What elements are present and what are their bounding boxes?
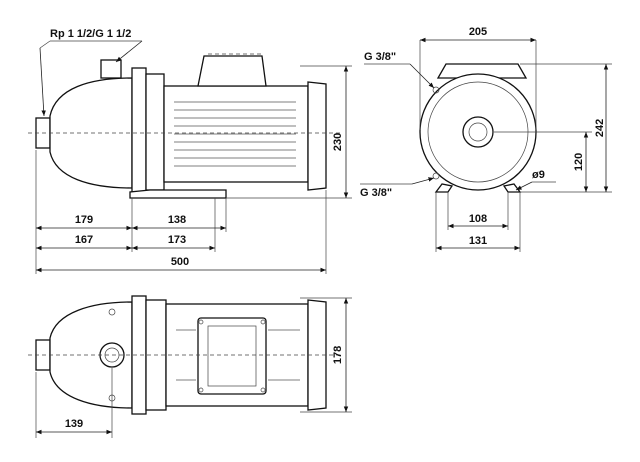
- top-connection: [100, 59, 122, 79]
- end-foot-left: [434, 183, 454, 193]
- end-hub: [462, 116, 494, 148]
- fan-cover: [307, 81, 327, 191]
- inlet-connection-label: Rp 1 1/2/G 1 1/2: [50, 28, 131, 40]
- foot-outer-label: 131: [469, 235, 487, 247]
- end-view: 205 242 120 ø9 G 3/8" G 3/8" 108 131: [360, 26, 612, 252]
- foot-inner-label: 108: [469, 213, 487, 225]
- side-view: 230 179 138 167 173 500 Rp 1 1/2/G 1 1/2: [28, 28, 352, 274]
- end-foot-right: [502, 183, 522, 193]
- motor-fins: [174, 101, 296, 167]
- top-d139-label: 139: [65, 418, 83, 430]
- pump-flange: [131, 67, 147, 197]
- top-view: 178 139: [28, 295, 352, 438]
- dim-167-label: 167: [75, 234, 93, 246]
- top-width-label: 178: [332, 346, 344, 364]
- end-total-height-label: 242: [594, 119, 606, 137]
- bottom-port-label: G 3/8": [360, 187, 392, 199]
- side-height-label: 230: [332, 133, 344, 151]
- hole-diameter-label: ø9: [532, 169, 545, 181]
- base-foot: [129, 189, 227, 199]
- top-terminal-box: [197, 317, 267, 395]
- dim-179-label: 179: [75, 214, 93, 226]
- motor-flange: [145, 73, 165, 191]
- terminal-box: [197, 55, 267, 87]
- end-shaft-height-label: 120: [573, 153, 585, 171]
- dim-138-label: 138: [168, 214, 186, 226]
- dim-500-label: 500: [171, 256, 189, 268]
- top-port-label: G 3/8": [364, 51, 396, 63]
- dim-173-label: 173: [168, 234, 186, 246]
- end-width-label: 205: [469, 26, 487, 38]
